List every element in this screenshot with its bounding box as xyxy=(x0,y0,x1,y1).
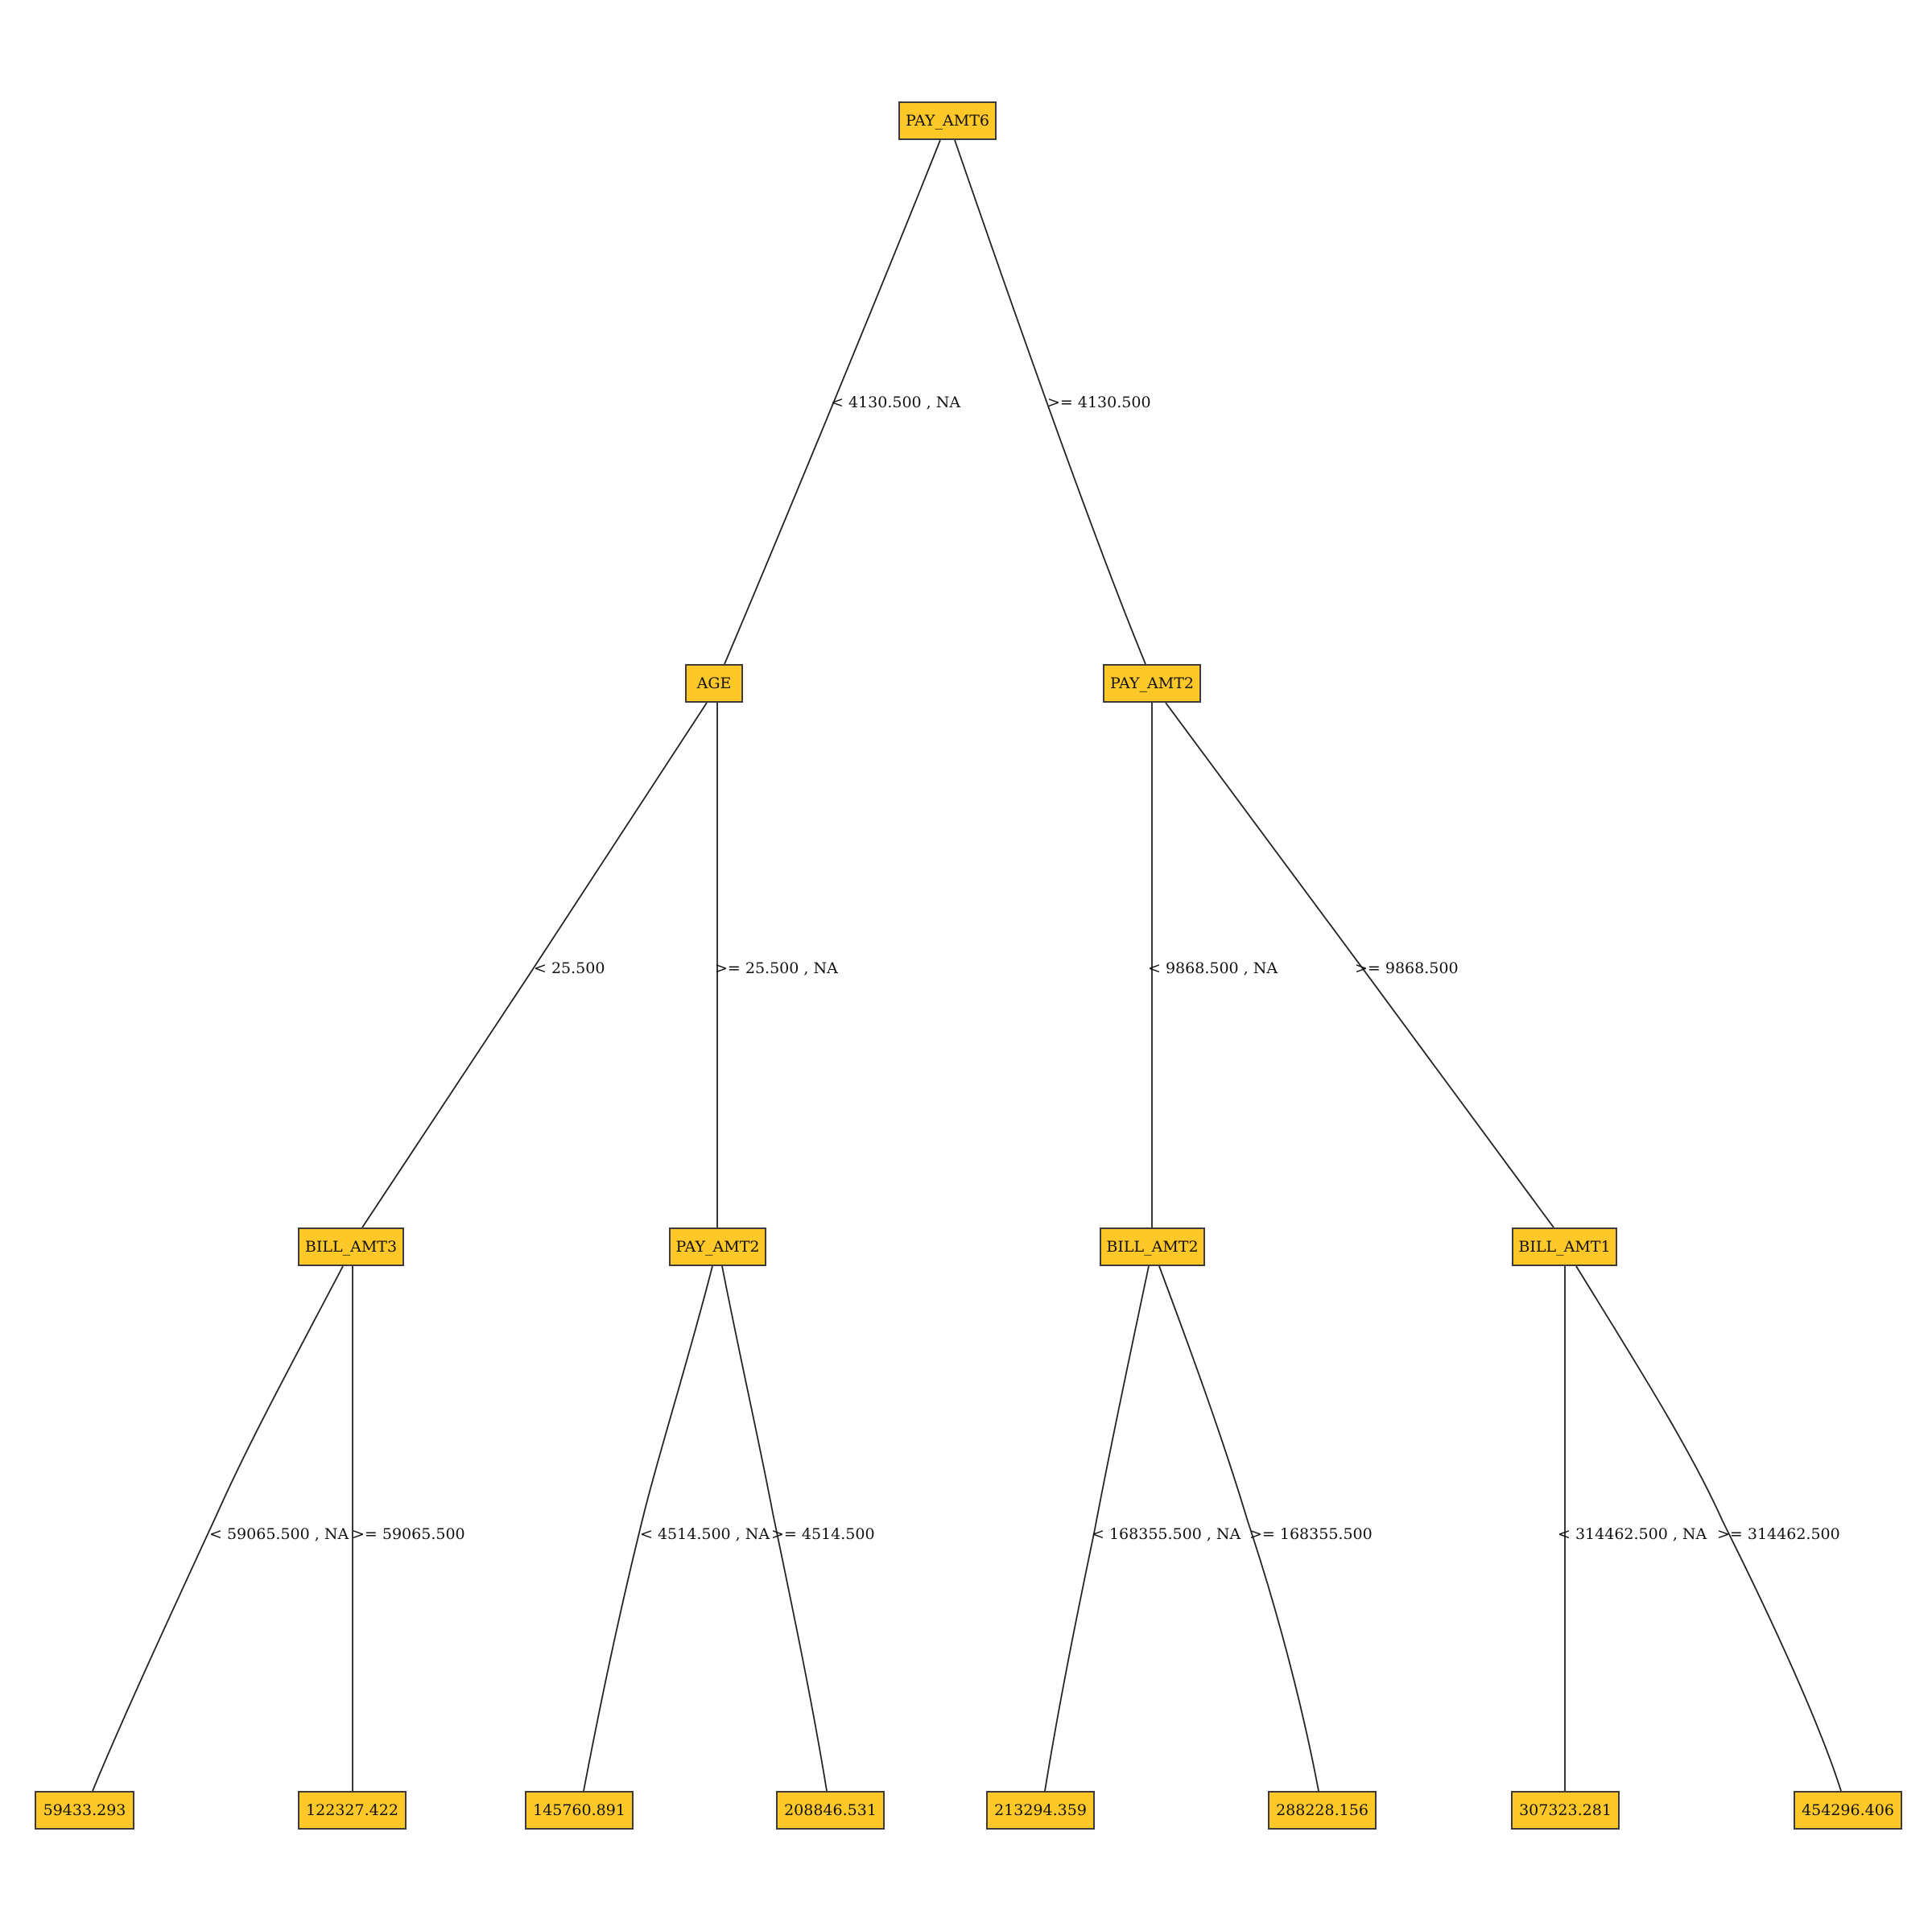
tree-leaf-8: 454296.406 xyxy=(1794,1791,1902,1830)
leaf-value: 122327.422 xyxy=(306,1801,398,1819)
tree-node-pay-amt2: PAY_AMT2 xyxy=(1103,664,1201,703)
edge-label: >= 4514.500 xyxy=(771,1525,875,1543)
leaf-value: 208846.531 xyxy=(784,1801,877,1819)
edge-label: < 4130.500 , NA xyxy=(831,394,961,411)
node-label: PAY_AMT6 xyxy=(906,112,989,130)
edge-root-age xyxy=(724,139,941,665)
leaf-value: 454296.406 xyxy=(1802,1801,1894,1819)
node-label: BILL_AMT3 xyxy=(304,1238,398,1256)
edge-payamt2-billamt1 xyxy=(1165,702,1554,1228)
edge-label: < 25.500 xyxy=(534,959,605,977)
edge-label: < 314462.500 , NA xyxy=(1558,1525,1707,1543)
leaf-value: 288228.156 xyxy=(1276,1801,1368,1819)
edge-label: >= 4130.500 xyxy=(1047,394,1151,411)
tree-node-root: PAY_AMT6 xyxy=(898,101,997,140)
node-label: PAY_AMT2 xyxy=(1110,675,1194,692)
tree-leaf-4: 208846.531 xyxy=(776,1791,885,1830)
edge-age-billamt3 xyxy=(361,702,708,1228)
tree-node-pay-amt2-lower: PAY_AMT2 xyxy=(669,1228,766,1266)
tree-node-age: AGE xyxy=(685,664,743,703)
node-label: AGE xyxy=(696,675,732,692)
edge-root-payamt2 xyxy=(954,139,1146,665)
node-label: BILL_AMT2 xyxy=(1106,1238,1199,1256)
edge-payamt2-leaf4 xyxy=(721,1265,828,1792)
edge-label: < 9868.500 , NA xyxy=(1148,959,1278,977)
edge-label: >= 25.500 , NA xyxy=(715,959,838,977)
edge-billamt3-leaf1 xyxy=(92,1265,344,1792)
node-label: BILL_AMT1 xyxy=(1518,1238,1611,1256)
tree-leaf-2: 122327.422 xyxy=(298,1791,407,1830)
tree-leaf-1: 59433.293 xyxy=(35,1791,134,1830)
tree-leaf-3: 145760.891 xyxy=(525,1791,634,1830)
tree-node-bill-amt3: BILL_AMT3 xyxy=(298,1228,404,1266)
tree-leaf-5: 213294.359 xyxy=(986,1791,1095,1830)
tree-leaf-6: 288228.156 xyxy=(1268,1791,1377,1830)
edge-billamt2-leaf6 xyxy=(1158,1265,1319,1792)
tree-node-bill-amt1: BILL_AMT1 xyxy=(1512,1228,1617,1266)
edge-label: >= 168355.500 xyxy=(1249,1525,1373,1543)
leaf-value: 145760.891 xyxy=(533,1801,625,1819)
tree-leaf-7: 307323.281 xyxy=(1511,1791,1620,1830)
edge-label: < 59065.500 , NA xyxy=(209,1525,349,1543)
edge-billamt1-leaf8 xyxy=(1575,1265,1842,1792)
leaf-value: 307323.281 xyxy=(1519,1801,1612,1819)
node-label: PAY_AMT2 xyxy=(675,1238,760,1256)
edge-label: < 168355.500 , NA xyxy=(1092,1525,1241,1543)
edge-payamt2-leaf3 xyxy=(583,1265,713,1792)
leaf-value: 213294.359 xyxy=(994,1801,1087,1819)
edge-label: < 4514.500 , NA xyxy=(640,1525,770,1543)
edge-billamt2-leaf5 xyxy=(1044,1265,1150,1792)
edge-label: >= 314462.500 xyxy=(1717,1525,1840,1543)
leaf-value: 59433.293 xyxy=(43,1801,126,1819)
edge-label: >= 9868.500 xyxy=(1355,959,1459,977)
tree-node-bill-amt2: BILL_AMT2 xyxy=(1100,1228,1205,1266)
edge-label: >= 59065.500 xyxy=(352,1525,465,1543)
